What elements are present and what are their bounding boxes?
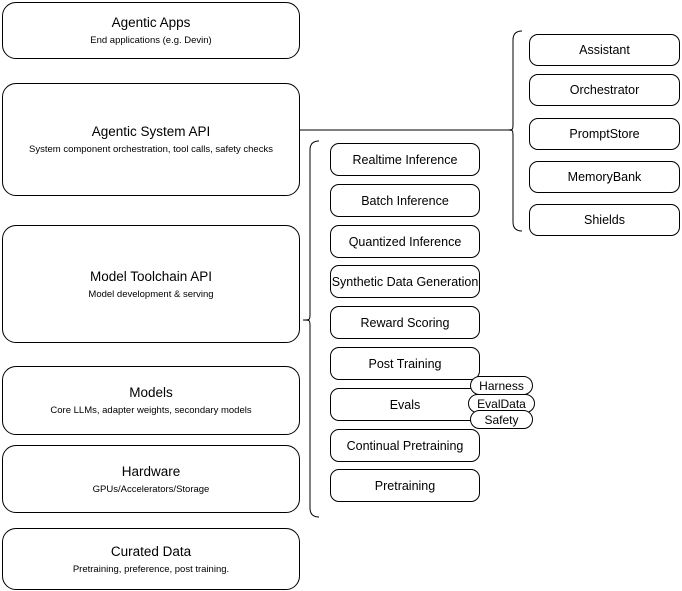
eval-pill-label: EvalData	[477, 396, 526, 411]
capability-evals[interactable]: Evals	[330, 388, 480, 421]
capability-label: Pretraining	[374, 478, 436, 493]
system-component-orchestrator[interactable]: Orchestrator	[529, 74, 680, 106]
layer-model-toolchain-api[interactable]: Model Toolchain API Model development & …	[2, 225, 300, 343]
capability-label: Continual Pretraining	[346, 438, 464, 453]
layer-title: Models	[129, 385, 173, 400]
layer-subtitle: Pretraining, preference, post training.	[72, 563, 230, 575]
layer-title: Model Toolchain API	[89, 268, 213, 284]
system-component-memorybank[interactable]: MemoryBank	[529, 161, 680, 193]
system-component-shields[interactable]: Shields	[529, 204, 680, 236]
layer-subtitle: System component orchestration, tool cal…	[29, 144, 273, 155]
system-component-label: PromptStore	[569, 127, 640, 141]
capability-label: Quantized Inference	[348, 234, 462, 249]
layer-subtitle: GPUs/Accelerators/Storage	[92, 483, 210, 495]
capability-batch-inference[interactable]: Batch Inference	[330, 184, 480, 217]
system-component-assistant[interactable]: Assistant	[529, 34, 680, 66]
layer-agentic-apps[interactable]: Agentic Apps End applications (e.g. Devi…	[2, 2, 300, 59]
capability-continual-pretraining[interactable]: Continual Pretraining	[330, 429, 480, 462]
brace-right-column	[506, 30, 523, 232]
system-component-label: Assistant	[579, 43, 630, 57]
eval-pill-label: Harness	[479, 378, 524, 393]
capability-pretraining[interactable]: Pretraining	[330, 469, 480, 502]
layer-title: Agentic Apps	[111, 15, 191, 30]
capability-label: Synthetic Data Generation	[331, 274, 479, 289]
eval-pill-safety[interactable]: Safety	[470, 410, 533, 429]
layer-curated-data[interactable]: Curated Data Pretraining, preference, po…	[2, 528, 300, 590]
eval-pill-label: Safety	[484, 412, 519, 427]
layer-models[interactable]: Models Core LLMs, adapter weights, secon…	[2, 366, 300, 435]
capability-label: Post Training	[368, 356, 442, 371]
capability-post-training[interactable]: Post Training	[330, 347, 480, 380]
system-component-label: Shields	[584, 213, 625, 227]
system-component-label: MemoryBank	[567, 170, 642, 184]
eval-pill-evaldata[interactable]: EvalData	[468, 394, 535, 413]
layer-subtitle: End applications (e.g. Devin)	[90, 35, 212, 46]
system-component-label: Orchestrator	[569, 83, 640, 97]
capability-label: Evals	[389, 397, 421, 412]
layer-hardware[interactable]: Hardware GPUs/Accelerators/Storage	[2, 445, 300, 513]
eval-pill-harness[interactable]: Harness	[470, 376, 533, 395]
capability-synthetic-data-generation[interactable]: Synthetic Data Generation	[330, 265, 480, 298]
layer-title: Curated Data	[110, 543, 192, 559]
layer-title: Hardware	[121, 463, 181, 479]
layer-subtitle: Core LLMs, adapter weights, secondary mo…	[50, 405, 252, 416]
capability-quantized-inference[interactable]: Quantized Inference	[330, 225, 480, 258]
layer-subtitle: Model development & serving	[88, 288, 214, 300]
capability-reward-scoring[interactable]: Reward Scoring	[330, 306, 480, 339]
capability-realtime-inference[interactable]: Realtime Inference	[330, 143, 480, 176]
capability-label: Batch Inference	[361, 193, 449, 208]
brace-middle-column	[302, 140, 320, 518]
capability-label: Realtime Inference	[352, 152, 458, 167]
layer-title: Agentic System API	[91, 124, 211, 139]
system-component-promptstore[interactable]: PromptStore	[529, 118, 680, 150]
capability-label: Reward Scoring	[360, 315, 450, 330]
layer-agentic-system-api[interactable]: Agentic System API System component orch…	[2, 83, 300, 196]
